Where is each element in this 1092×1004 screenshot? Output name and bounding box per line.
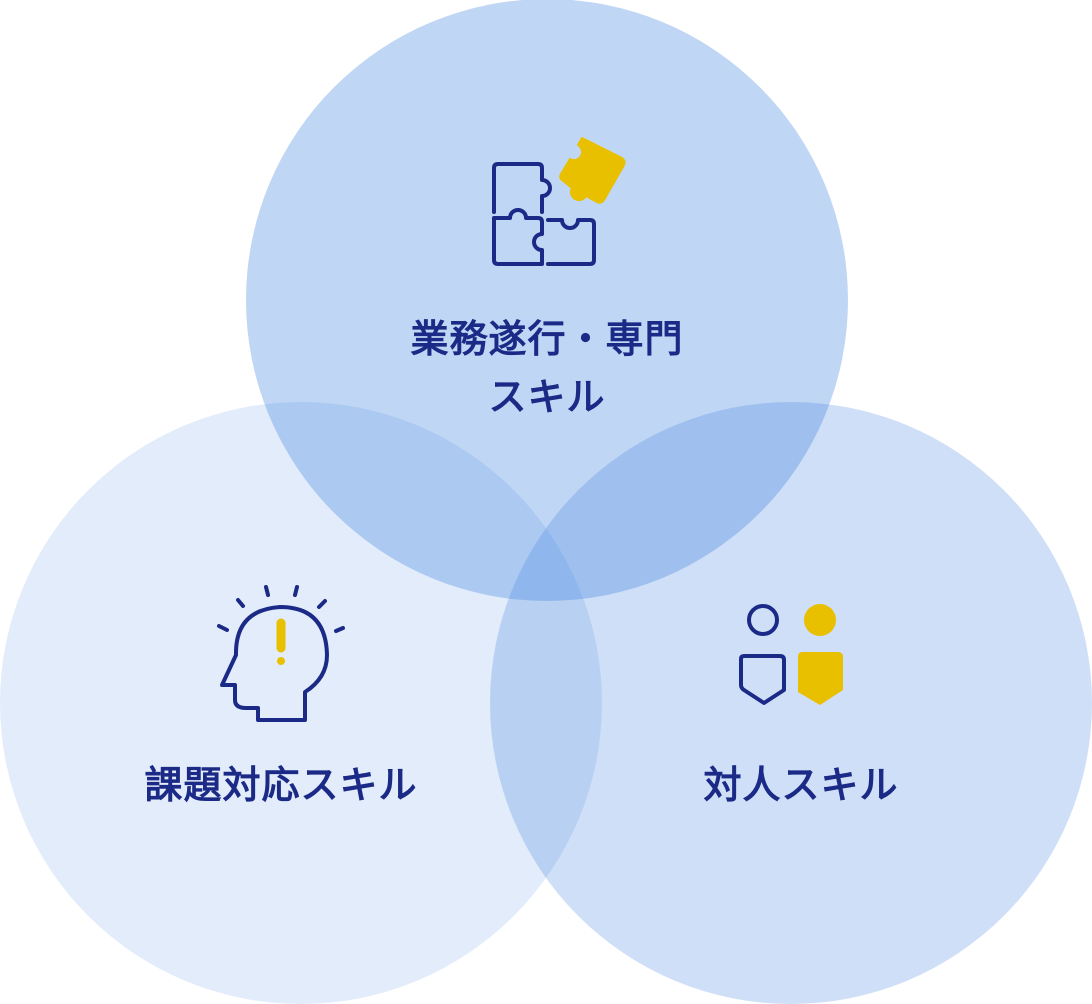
label-problem-text: 課題対応スキル bbox=[144, 763, 418, 807]
label-problem: 課題対応スキル bbox=[81, 756, 481, 814]
label-task-line1: 業務遂行・専門 bbox=[410, 317, 684, 361]
people-icon bbox=[739, 604, 843, 705]
circle-problem bbox=[0, 402, 602, 1004]
label-interpersonal-text: 対人スキル bbox=[703, 763, 899, 807]
circle-task bbox=[246, 0, 848, 601]
head-exclamation-icon bbox=[217, 585, 345, 722]
label-task-line2: スキル bbox=[488, 375, 606, 419]
puzzle-icon bbox=[492, 137, 626, 266]
label-interpersonal: 対人スキル bbox=[601, 756, 1001, 814]
circle-interpersonal bbox=[490, 402, 1092, 1004]
label-task: 業務遂行・専門 スキル bbox=[347, 310, 747, 426]
